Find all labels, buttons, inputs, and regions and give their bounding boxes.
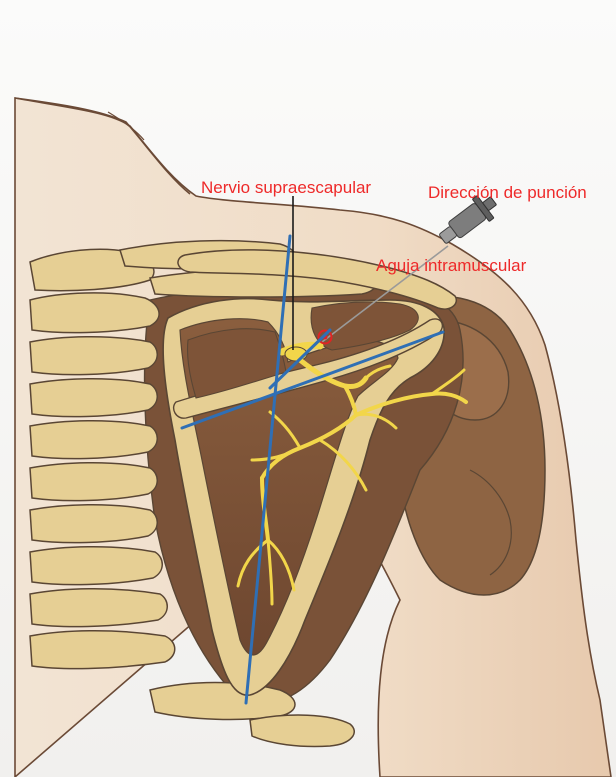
puncture-direction-label: Dirección de punción bbox=[428, 184, 587, 201]
intramuscular-needle-label: Aguja intramuscular bbox=[376, 257, 526, 274]
nerve-label: Nervio supraescapular bbox=[201, 179, 371, 196]
